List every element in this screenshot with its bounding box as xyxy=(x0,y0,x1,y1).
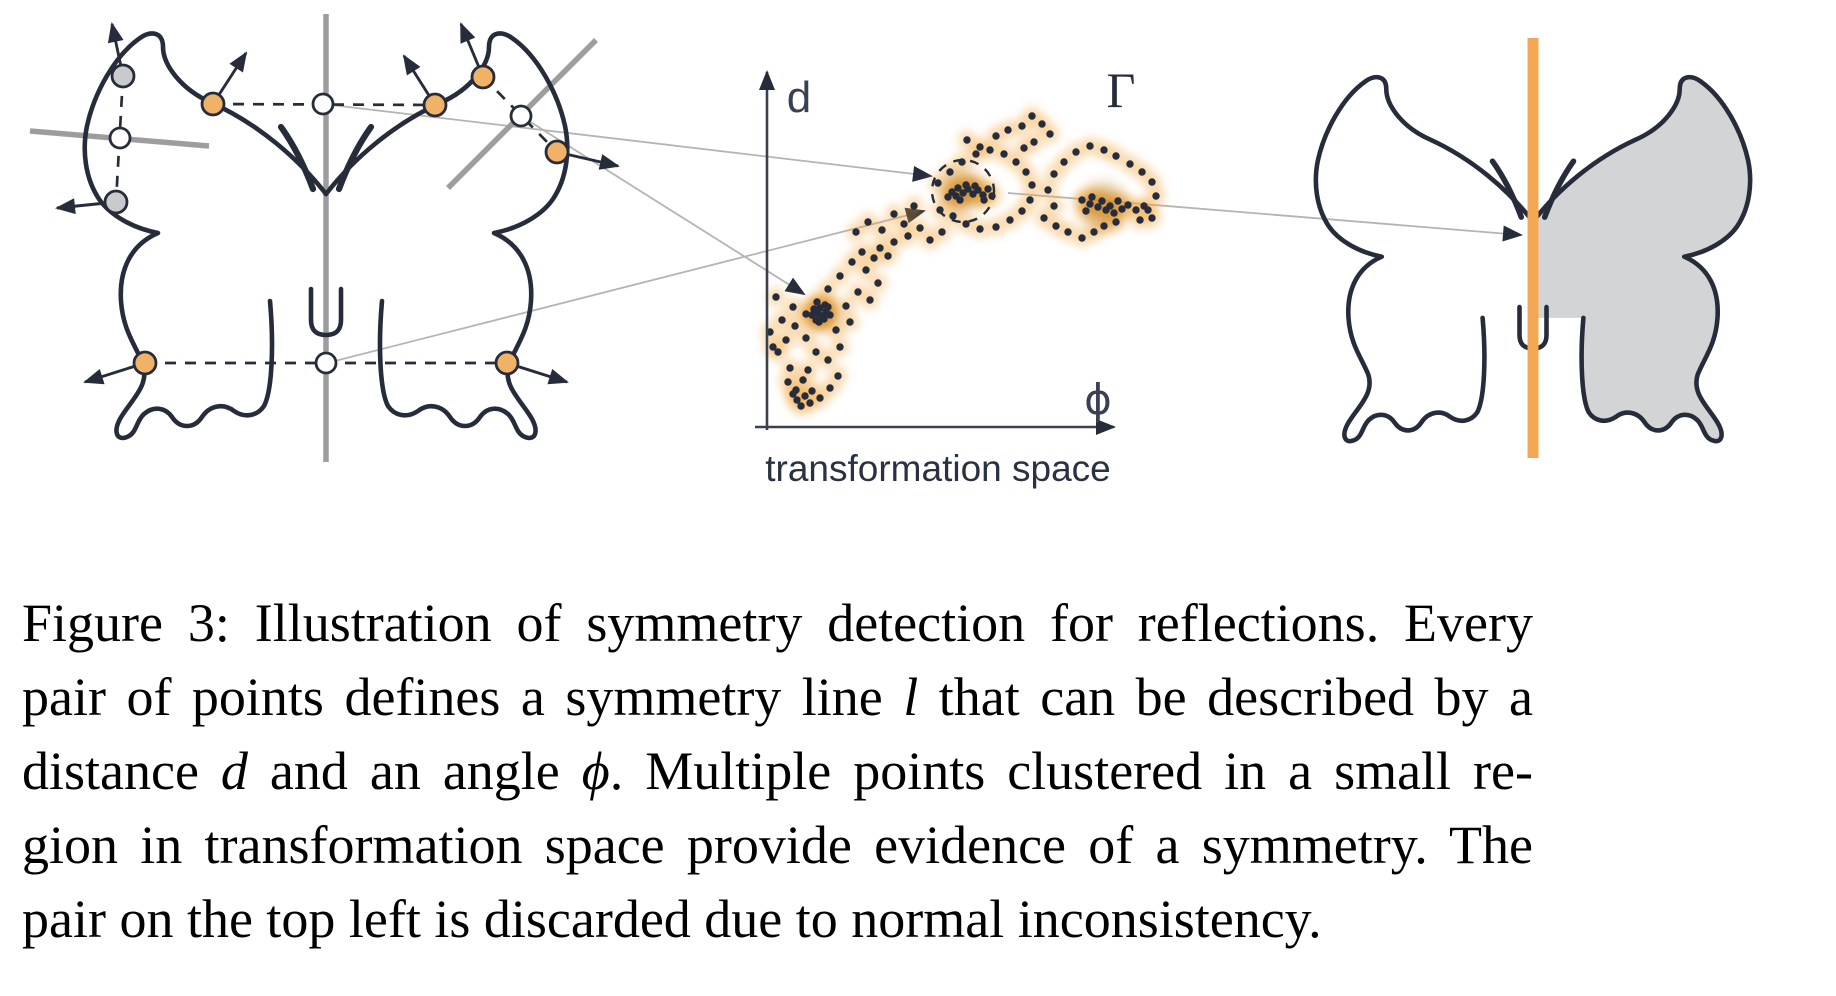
gray-sample-dot xyxy=(103,189,129,215)
pair-dashed-line xyxy=(212,102,436,107)
point-pair-dashed-lines xyxy=(114,75,558,365)
pair-dashed-line xyxy=(482,76,558,153)
orange-sample-dot xyxy=(470,64,496,90)
caption-line: distance d and an angle ϕ. Multiple poin… xyxy=(22,741,1533,801)
x-axis-label-phi: ϕ xyxy=(1084,375,1112,424)
midpoint-circles xyxy=(108,92,533,375)
sample-point-dots xyxy=(103,63,570,376)
dashed-cluster-circle xyxy=(930,158,996,224)
figure-graphic: d ϕ Γ transformation space xyxy=(29,14,1753,489)
orange-sample-dot xyxy=(544,139,570,165)
connector-arrow xyxy=(322,103,933,182)
caption-line: pair of points defines a symmetry line l… xyxy=(22,667,1533,727)
gray-sample-dot xyxy=(110,63,136,89)
left-butterfly xyxy=(82,31,570,441)
caption-line: gion in transformation space provide evi… xyxy=(22,815,1533,875)
plot-axes xyxy=(755,70,1116,435)
orange-sample-dot xyxy=(422,92,448,118)
gamma-label: Γ xyxy=(1107,62,1136,118)
midpoint-circle xyxy=(108,126,132,150)
symmetry-axis-bar xyxy=(1527,38,1539,458)
midpoint-circle xyxy=(509,104,533,128)
orange-sample-dot xyxy=(494,350,520,376)
caption-line: Figure 3: Illustration of symmetry detec… xyxy=(22,593,1533,653)
orange-sample-dot xyxy=(200,91,226,117)
midpoint-circle xyxy=(311,92,335,116)
connector-arrow xyxy=(326,207,926,364)
right-butterfly xyxy=(1313,74,1753,444)
scatter-points xyxy=(766,112,1160,410)
midpoint-circle xyxy=(314,351,338,375)
caption-line: pair on the top left is discarded due to… xyxy=(22,889,1322,949)
figure-caption: Figure 3: Illustration of symmetry detec… xyxy=(22,586,1533,956)
orange-sample-dot xyxy=(132,350,158,376)
cluster-dashed-circle xyxy=(930,158,996,224)
transformation-space-label: transformation space xyxy=(765,448,1111,489)
right-wing-gray-fill xyxy=(1533,77,1751,442)
y-axis-label-d: d xyxy=(787,73,811,122)
